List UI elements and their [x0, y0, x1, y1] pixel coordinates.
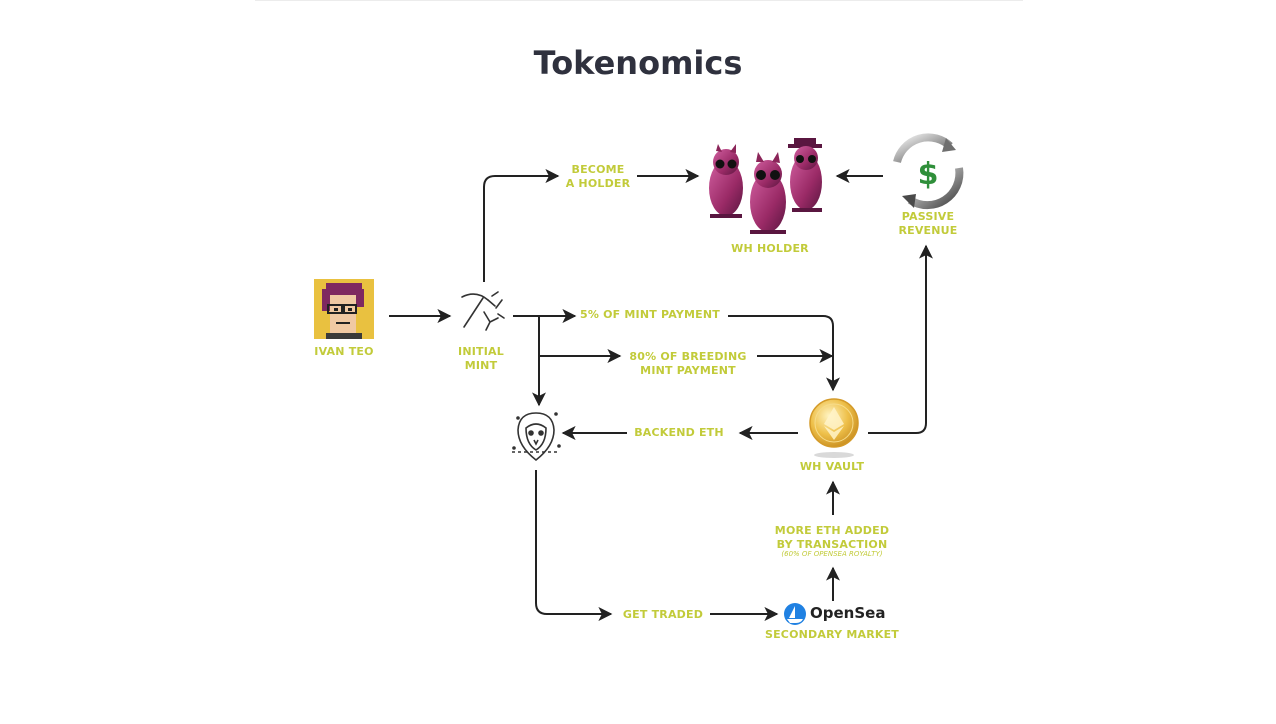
wh-vault-label: WH VAULT [799, 460, 865, 473]
become-holder-label: BECOME A HOLDER [565, 163, 631, 190]
get-traded-label: GET TRADED [622, 608, 704, 621]
arrow-badge-to-get-traded [535, 470, 613, 621]
pixel-avatar-icon [314, 279, 374, 339]
pickaxe-icon [461, 291, 505, 331]
top-divider [255, 0, 1023, 1]
arrow-vault-to-passive [868, 244, 933, 434]
recycle-dollar-icon: $ [893, 133, 964, 210]
arrow-mint-to-become-holder [483, 169, 560, 282]
opensea-brand: OpenSea [810, 604, 886, 622]
more-eth-label: MORE ETH ADDED BY TRANSACTION [774, 524, 890, 551]
owl-badge-icon [512, 412, 561, 462]
ethereum-coin-icon [809, 398, 859, 458]
arrow-5pct-to-vault [728, 315, 840, 392]
secondary-market-label: SECONDARY MARKET [764, 628, 900, 641]
royalty-note: (60% OF OPENSEA ROYALTY) [781, 550, 883, 558]
backend-eth-label: BACKEND ETH [634, 426, 724, 439]
breeding-payment-label: 80% OF BREEDING MINT PAYMENT [629, 350, 747, 377]
flow-arrows [389, 169, 933, 621]
wh-holder-label: WH HOLDER [731, 242, 809, 255]
svg-text:$: $ [918, 157, 939, 192]
page-title: Tokenomics [533, 44, 743, 82]
owl-figurines-icon [709, 138, 822, 234]
passive-revenue-label: PASSIVE REVENUE [898, 210, 958, 237]
ivan-teo-label: IVAN TEO [314, 345, 374, 358]
initial-mint-label: INITIAL MINT [458, 345, 504, 372]
opensea-logo-icon [784, 603, 806, 625]
mint-payment-label: 5% OF MINT PAYMENT [579, 308, 721, 321]
